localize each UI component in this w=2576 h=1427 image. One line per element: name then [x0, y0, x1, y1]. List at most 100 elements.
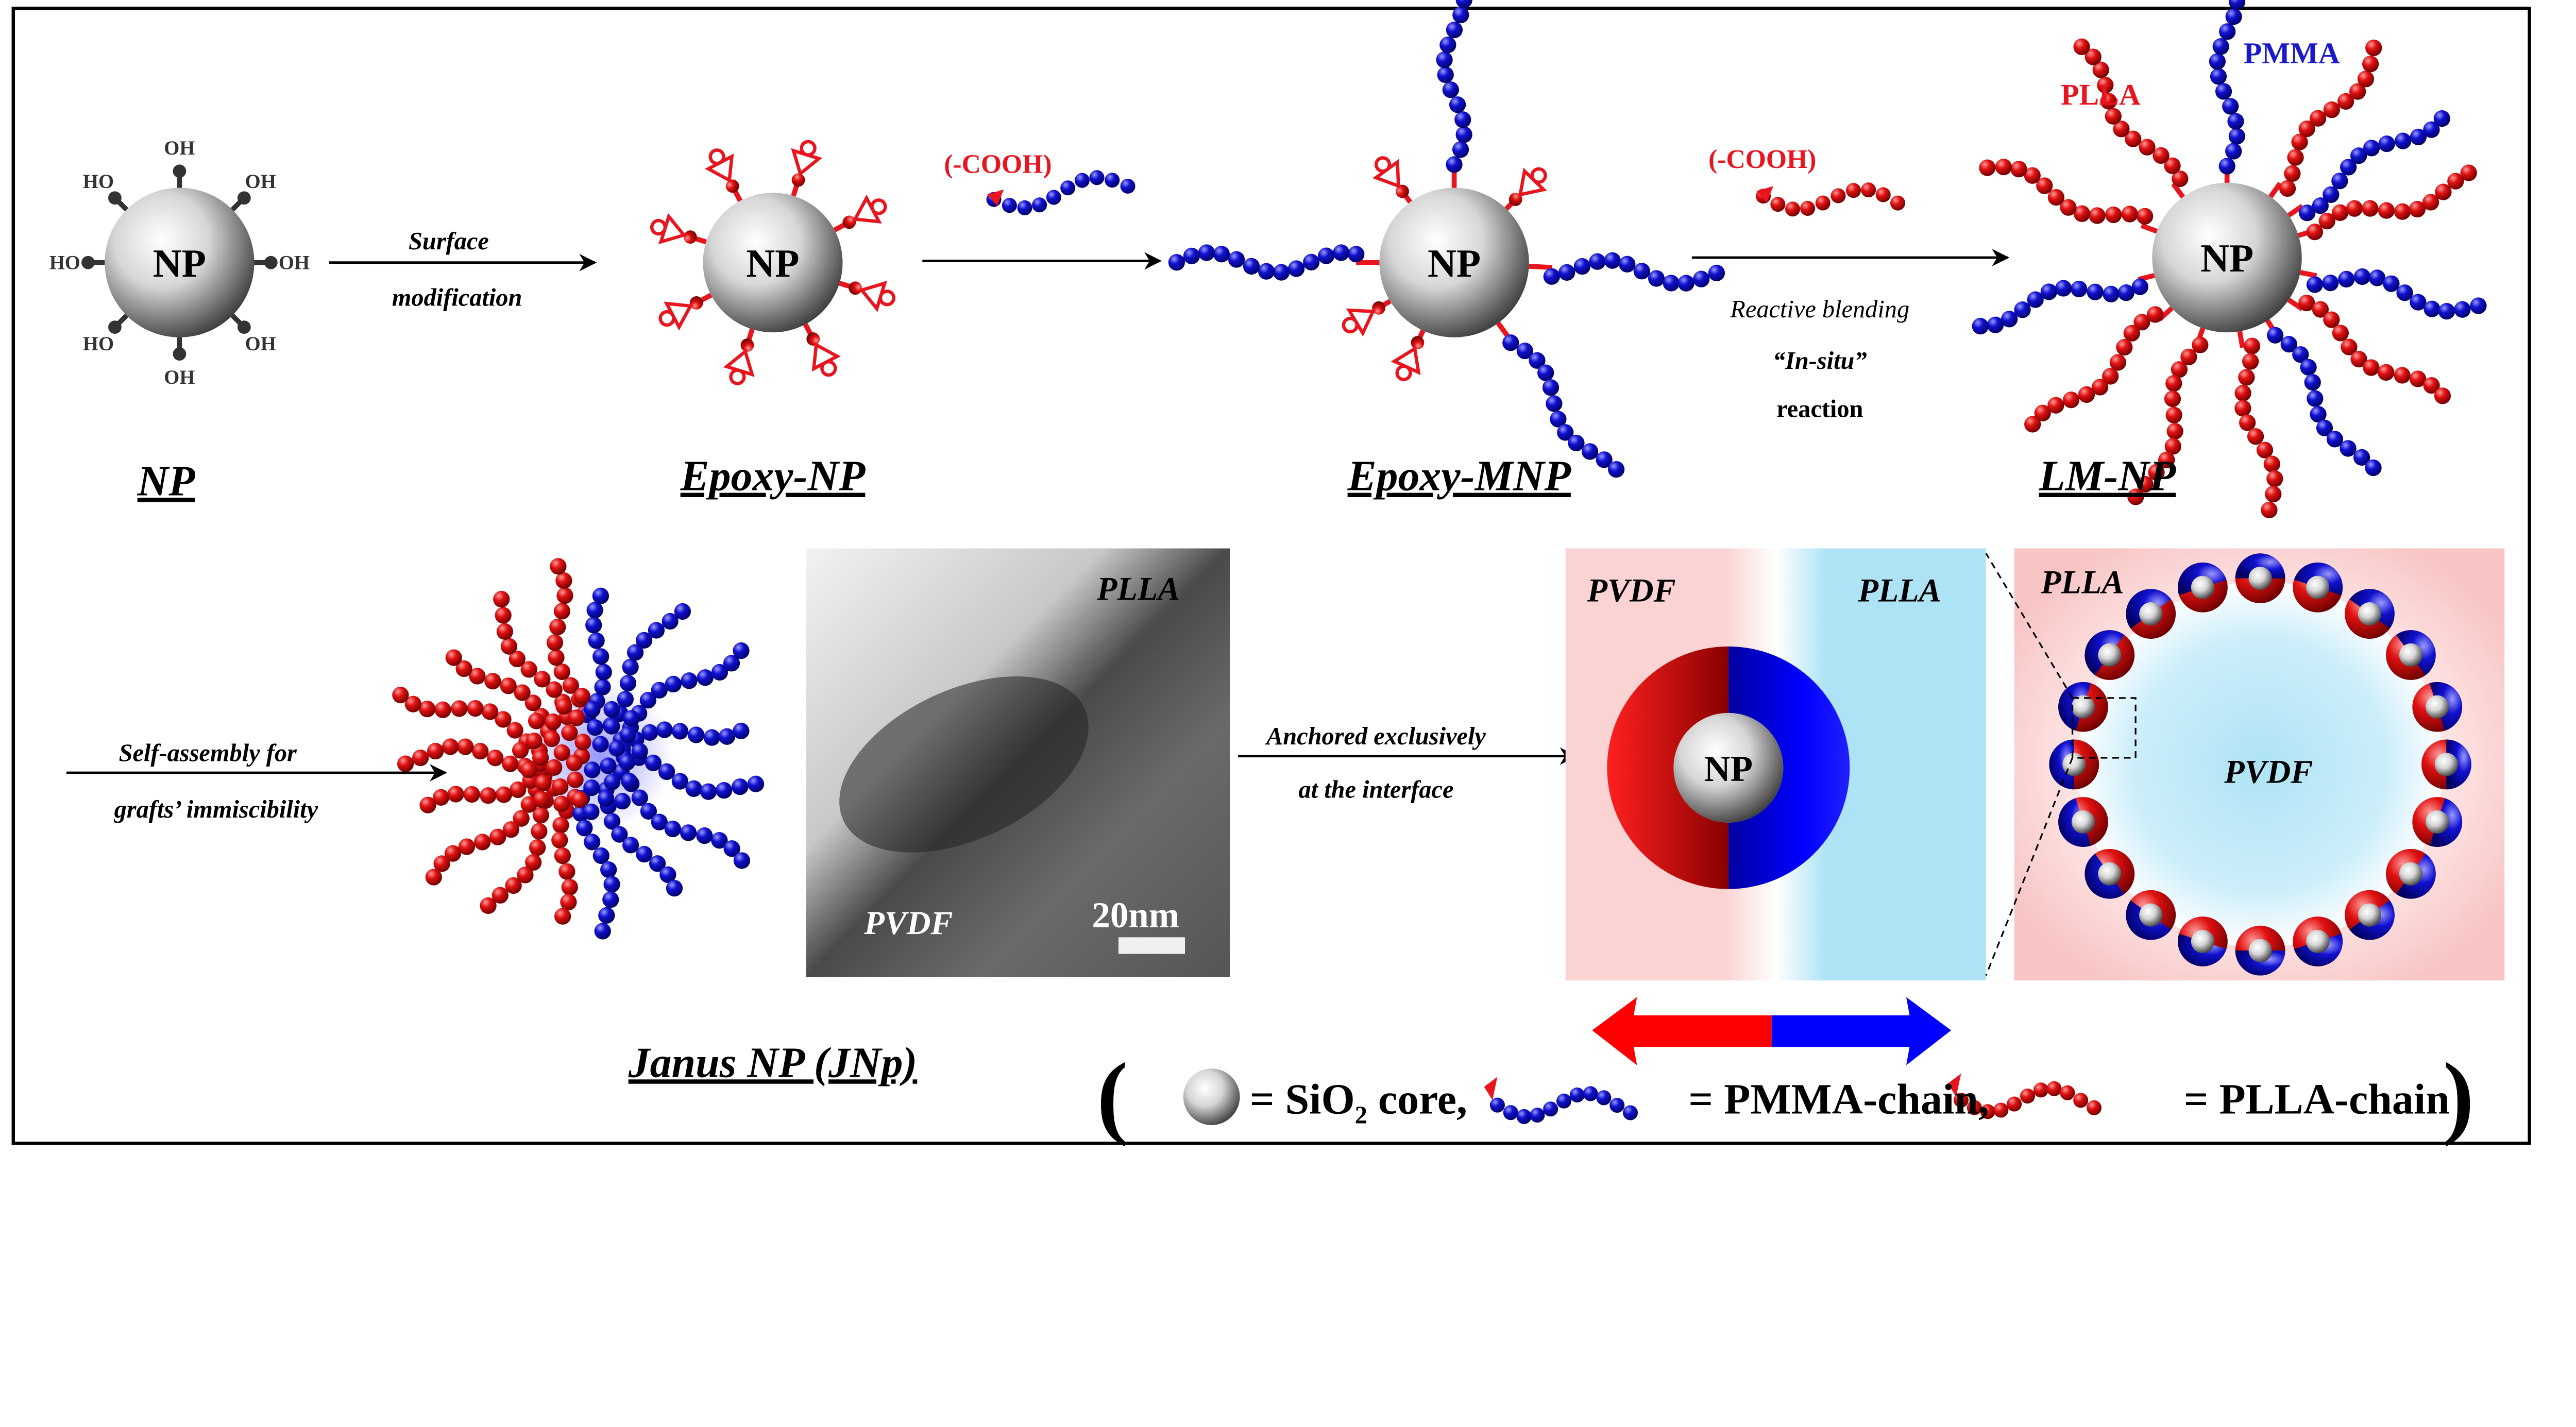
pmma-bead [1455, 126, 1472, 143]
pmma-bead [2027, 291, 2044, 308]
hydroxyl-label: OH [245, 333, 276, 355]
double-arrow [1592, 997, 1952, 1065]
plla-bead [2092, 61, 2109, 78]
pmma-bead [602, 891, 619, 908]
pmma-bead [622, 658, 639, 675]
pmma-bead [2117, 284, 2134, 301]
pmma-bead [1550, 411, 1567, 428]
pmma-bead [696, 827, 713, 844]
plla-bead [463, 786, 480, 803]
plla-bead [425, 869, 442, 886]
pmma-chain [1502, 334, 1625, 478]
pmma-bead [595, 664, 612, 681]
cooh-arrowhead [1756, 186, 1773, 203]
step2-reagent: (-COOH) [944, 149, 1052, 179]
pmma-bead [681, 672, 698, 689]
jnp-at-interface [2385, 848, 2436, 899]
pmma-bead [1503, 1105, 1518, 1120]
pmma-bead [1489, 1097, 1505, 1113]
pmma-bead [627, 644, 644, 661]
plla-bead [546, 634, 564, 651]
plla-chain [419, 760, 551, 813]
plla-bead [2164, 157, 2181, 174]
pmma-bead [1542, 379, 1560, 396]
pmma-bead [1589, 253, 1606, 270]
plla-bead [524, 694, 541, 711]
plla-bead [2365, 39, 2382, 56]
pmma-bead [1677, 275, 1694, 292]
pmma-bead [1303, 253, 1320, 271]
plla-bead [1846, 183, 1861, 198]
pmma-bead [747, 775, 765, 792]
plla-chain [1953, 1081, 2102, 1119]
pmma-bead [584, 701, 601, 718]
step3-line1: Reactive blending [1730, 296, 1909, 323]
plla-bead [2234, 400, 2251, 417]
step5-line1: Anchored exclusively [1265, 723, 1486, 750]
pmma-bead [685, 780, 702, 797]
legend: ( ) = SiO2 core, = PMMA-chain, = PLLA-ch… [1097, 1044, 2474, 1147]
plla-bead [2147, 306, 2164, 323]
pmma-bead [1168, 254, 1185, 271]
pmma-bead [2423, 121, 2440, 138]
plla-chain [2073, 38, 2189, 188]
pmma-bead [583, 803, 600, 820]
pmma-bead [2323, 186, 2340, 203]
step3-reagent: (-COOH) [1708, 145, 1816, 174]
jnp-at-interface [2345, 890, 2395, 940]
pmma-bead [584, 834, 601, 851]
plla-bead [1967, 1100, 1982, 1115]
pmma-bead [1446, 156, 1463, 173]
reaction-arrows [66, 249, 2010, 782]
pmma-bead [622, 837, 639, 854]
legend-open-paren: ( [1097, 1044, 1128, 1147]
pmma-bead [592, 648, 609, 665]
plla-bead [2192, 336, 2209, 353]
pmma-bead [723, 655, 740, 672]
epoxy-group [723, 338, 755, 385]
plla-bead [419, 701, 436, 718]
step5-line2: at the interface [1298, 776, 1453, 803]
pmma-bead [592, 847, 609, 864]
plla-bead [2113, 121, 2130, 138]
pmma-bead [1060, 180, 1076, 196]
pmma-bead [674, 603, 691, 620]
plla-bead [2089, 207, 2106, 224]
pmma-bead [2103, 285, 2120, 302]
pmma-bead [586, 602, 603, 619]
pmma-bead [1583, 1086, 1598, 1101]
pmma-bead [1002, 198, 1017, 213]
plla-bead [520, 661, 537, 678]
pmma-bead [1648, 270, 1665, 287]
plla-bead [496, 623, 514, 640]
pmma-bead [1558, 264, 1575, 281]
pmma-bead [585, 617, 602, 634]
plla-bead [2306, 224, 2324, 241]
epoxy-group [1372, 156, 1409, 198]
pmma-bead [604, 773, 621, 790]
pmma-bead [617, 691, 634, 708]
plla-bead [513, 810, 530, 827]
pmma-bead [2307, 390, 2324, 407]
zoom-box [2071, 697, 2137, 759]
pmma-chain [614, 721, 750, 758]
pmma-bead [583, 779, 600, 796]
plla-bead [2435, 183, 2452, 200]
pmma-bead [1516, 342, 1533, 360]
pmma-chain [2299, 110, 2450, 222]
pmma-bead [645, 754, 662, 772]
pmma-bead [2394, 132, 2412, 149]
pmma-bead [1074, 173, 1090, 188]
plla-bead [2091, 379, 2109, 396]
pmma-bead [1569, 1087, 1585, 1102]
pmma-bead [2322, 274, 2339, 292]
pmma-bead [2410, 294, 2427, 311]
pmma-bead [1546, 395, 1563, 412]
pmma-bead [2228, 0, 2246, 10]
plla-bead [2084, 48, 2102, 65]
pmma-bead [1436, 51, 1453, 69]
plla-bead [561, 724, 578, 741]
epoxy-group [842, 194, 887, 229]
pmma-bead [1318, 247, 1335, 264]
